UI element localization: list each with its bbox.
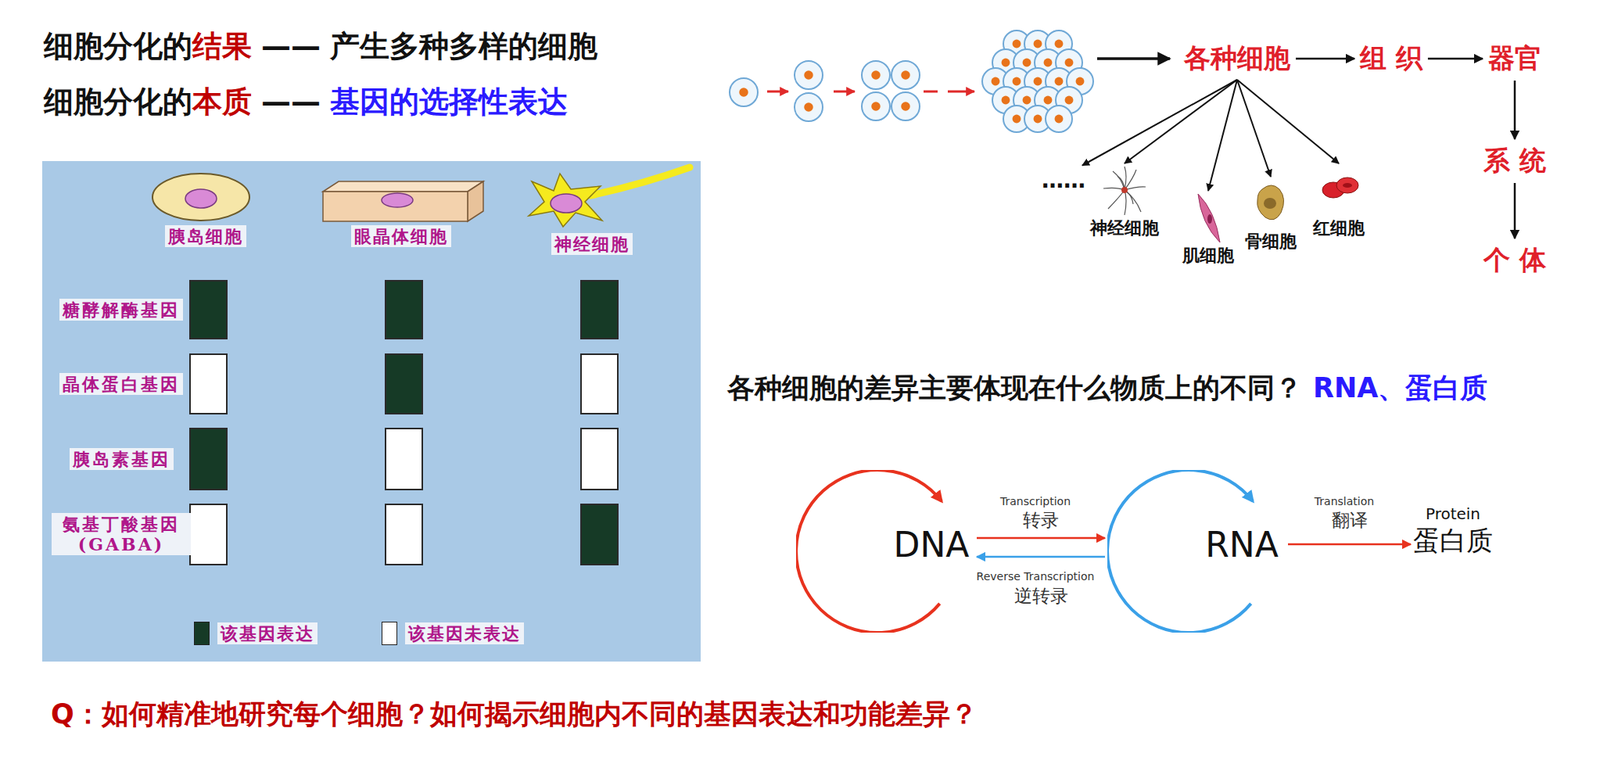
cell-picture <box>1097 165 1152 217</box>
cell-picture <box>1311 165 1367 217</box>
cell-type-node: 神经细胞 <box>1090 165 1159 241</box>
table-label: 晶体蛋白基因 <box>59 373 183 395</box>
node-text: 组 织 <box>1356 39 1426 79</box>
table-label: 氨基丁酸基因 (GABA) <box>51 513 191 557</box>
process-node: …… <box>1040 167 1087 194</box>
process-node: 系 统 <box>1480 141 1550 181</box>
connector-arrow <box>1082 79 1238 166</box>
connector-arrow <box>1513 80 1517 140</box>
heading-text: 结果 <box>192 26 252 67</box>
node-text: 红细胞 <box>1313 216 1365 241</box>
connector-arrow <box>1287 543 1411 546</box>
text-line: 细胞分化的本质 —— 基因的选择性表达 <box>43 82 568 122</box>
connector-arrow <box>976 556 1105 559</box>
connector-arrow <box>1427 57 1483 61</box>
expression-table <box>190 280 618 565</box>
connector-arrow <box>1237 79 1339 164</box>
heading-text: 细胞分化的 <box>43 26 193 67</box>
cell-type-node: 肌细胞 <box>1180 192 1236 268</box>
heading-text: —— <box>261 84 321 119</box>
node-text: …… <box>1040 167 1087 194</box>
legend-swatch <box>193 621 210 646</box>
heading-text: —— <box>261 28 321 64</box>
edge-label: 转录 <box>1020 508 1062 533</box>
molecule-label: RNA <box>1205 524 1279 565</box>
connector-arrow <box>976 537 1105 540</box>
node-text: 个 体 <box>1480 240 1550 280</box>
node-text: 器官 <box>1485 39 1545 79</box>
molecule-node: DNA <box>796 469 975 633</box>
lens-cell <box>322 181 484 192</box>
heading-text: 细胞分化的 <box>43 82 193 122</box>
node-text: 各种细胞 <box>1180 39 1294 79</box>
connector-arrow <box>1513 182 1517 239</box>
process-node: 组 织 <box>1356 39 1426 79</box>
question-text: Q：如何精准地研究每个细胞？如何揭示细胞内不同的基因表达和功能差异？ <box>50 695 978 733</box>
neuron-cell <box>528 173 603 227</box>
node-text: 神经细胞 <box>1090 216 1159 241</box>
cell-picture <box>1243 178 1299 230</box>
legend-swatch <box>381 621 398 646</box>
heading-text: 基因的选择性表达 <box>330 82 568 122</box>
heading-text: 各种细胞的差异主要体现在什么物质上的不同？ <box>727 369 1303 407</box>
table-label: 糖酵解酶基因 <box>59 298 183 321</box>
edge-label: 逆转录 <box>1011 584 1071 609</box>
axon <box>590 167 690 196</box>
table-label: 胰岛细胞 <box>165 225 247 248</box>
cluster-arrow <box>1097 57 1170 61</box>
heading-text: 产生多种多样的细胞 <box>330 26 598 67</box>
node-text: 骨细胞 <box>1244 229 1297 254</box>
node-text: 蛋白质 <box>1413 523 1493 560</box>
table-label: 胰岛素基因 <box>69 448 174 470</box>
node-text: 系 统 <box>1480 141 1550 181</box>
legend-text: 该基因未表达 <box>405 622 524 645</box>
process-node: Protein蛋白质 <box>1413 504 1493 560</box>
edge-label: 翻译 <box>1329 508 1371 533</box>
islet-cell <box>152 173 250 221</box>
cell-picture <box>1180 192 1236 244</box>
cell-division <box>729 30 1094 133</box>
node-text: Protein <box>1413 504 1493 524</box>
process-label: Translation <box>1314 495 1374 508</box>
text-line: 各种细胞的差异主要体现在什么物质上的不同？ RNA、蛋白质 <box>727 369 1488 407</box>
cell-type-node: 骨细胞 <box>1243 178 1299 254</box>
connector-arrow <box>1295 57 1355 61</box>
legend-text: 该基因表达 <box>217 622 318 645</box>
heading-text: RNA、蛋白质 <box>1313 369 1488 407</box>
table-label: 眼晶体细胞 <box>351 225 452 248</box>
connector-arrow <box>1208 79 1238 191</box>
cell-type-node: 红细胞 <box>1311 165 1367 241</box>
process-node: 个 体 <box>1480 240 1550 280</box>
process-node: 器官 <box>1485 39 1545 79</box>
connector-arrow <box>1124 79 1238 164</box>
table-label: 神经细胞 <box>551 233 633 255</box>
process-node: 各种细胞 <box>1180 39 1294 79</box>
molecule-label: DNA <box>893 524 970 565</box>
molecule-node: RNA <box>1107 469 1286 633</box>
process-label: Reverse Transcription <box>976 570 1095 583</box>
panel-background <box>42 161 701 662</box>
text-line: 细胞分化的结果——产生多种多样的细胞 <box>43 26 598 67</box>
node-text: 肌细胞 <box>1182 243 1235 268</box>
division-arrows <box>767 90 975 94</box>
process-label: Transcription <box>1000 495 1071 508</box>
heading-text: 本质 <box>192 82 252 122</box>
